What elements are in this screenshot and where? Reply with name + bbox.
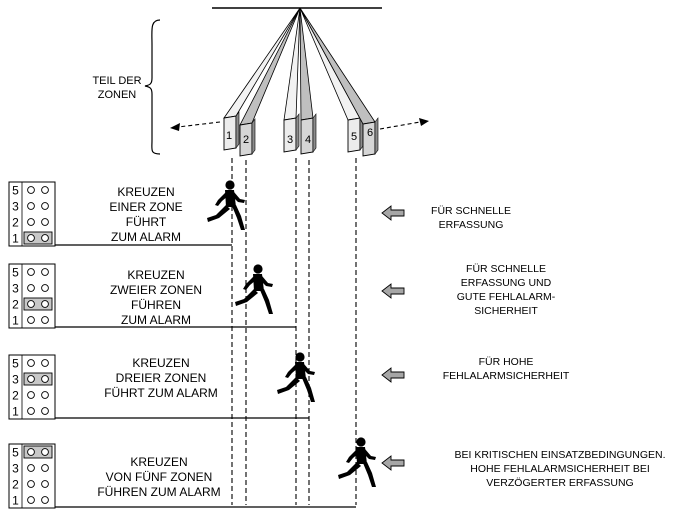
zone-number-4: 4 [304, 134, 312, 146]
svg-text:1: 1 [12, 494, 19, 508]
mode-note: FÜR HOHE FEHLALARMSICHERHEIT [442, 356, 570, 382]
left-arrow-icon [381, 205, 405, 221]
runner-icon [207, 180, 245, 230]
zone-number-6: 6 [366, 127, 374, 139]
mode-row: 5 3 2 1 [8, 437, 405, 509]
mode-row: 5 3 2 1 [8, 352, 405, 420]
spread-arrows [170, 118, 429, 131]
svg-text:5: 5 [12, 357, 19, 371]
jumper-block: 5 3 2 1 [8, 354, 56, 420]
zones-part-label: TEIL DER ZONEN [92, 75, 142, 101]
svg-text:1: 1 [12, 405, 19, 419]
mode-description: KREUZEN EINER ZONE FÜHRT ZUM ALARM [109, 185, 183, 244]
runner-icon [235, 264, 273, 314]
left-arrow-icon [381, 283, 405, 299]
svg-text:3: 3 [12, 282, 19, 296]
mode-description: KREUZEN ZWEIER ZONEN FÜHREN ZUM ALARM [110, 268, 202, 327]
mode-description: KREUZEN VON FÜNF ZONEN FÜHREN ZUM ALARM [97, 455, 221, 499]
svg-text:3: 3 [12, 373, 19, 387]
jumper-block: 5 3 2 1 [8, 181, 56, 247]
svg-text:1: 1 [12, 232, 19, 246]
svg-text:3: 3 [12, 462, 19, 476]
mode-row: 5 3 2 1 [8, 180, 405, 247]
jumper-block: 5 3 2 1 [8, 443, 56, 509]
svg-text:5: 5 [12, 446, 19, 460]
svg-text:2: 2 [12, 389, 19, 403]
zone-number-3: 3 [286, 134, 294, 146]
left-arrow-icon [381, 367, 405, 383]
mode-note: FÜR SCHNELLE ERFASSUNG UND GUTE FEHLALAR… [456, 263, 556, 317]
svg-text:3: 3 [12, 200, 19, 214]
zone-brace [144, 19, 161, 155]
jumper-block: 5 3 2 1 [8, 263, 56, 329]
mode-note: FÜR SCHNELLE ERFASSUNG [431, 205, 511, 231]
mode-row: 5 3 2 1 [8, 263, 405, 329]
mode-note: BEI KRITISCHEN EINSATZBEDINGUNGEN. HOHE … [454, 449, 666, 489]
svg-text:5: 5 [12, 184, 19, 198]
mode-description: KREUZEN DREIER ZONEN FÜHRT ZUM ALARM [104, 356, 218, 400]
zone-fan [223, 7, 379, 157]
zone-number-5: 5 [350, 131, 358, 143]
svg-text:1: 1 [12, 314, 19, 328]
zone-number-1: 1 [225, 130, 233, 142]
svg-text:2: 2 [12, 298, 19, 312]
svg-text:2: 2 [12, 478, 19, 492]
left-arrow-icon [381, 455, 405, 471]
svg-text:2: 2 [12, 216, 19, 230]
zone-number-2: 2 [242, 134, 250, 146]
runner-icon [338, 437, 376, 487]
svg-text:5: 5 [12, 266, 19, 280]
zone-boundary-lines [231, 158, 357, 505]
